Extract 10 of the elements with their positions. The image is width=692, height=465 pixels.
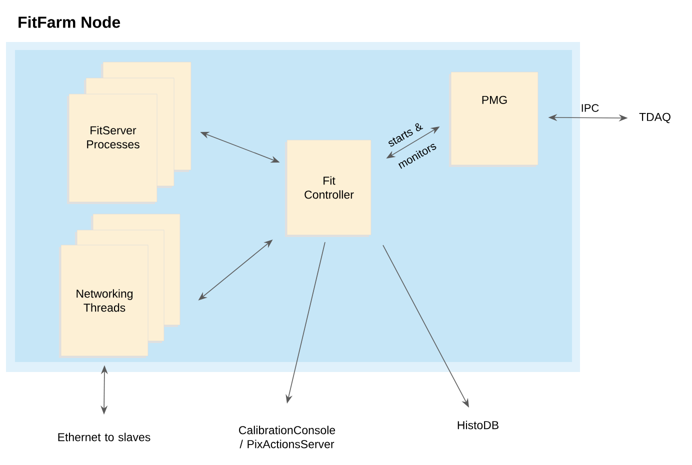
node-text: CalibrationConsole / PixActionsServer: [239, 426, 336, 448]
node-text: HistoDB: [458, 420, 498, 430]
stacked-cards: FitServer Processes: [67, 62, 192, 204]
process-box: Fit Controller: [285, 140, 372, 237]
stacked-cards: Networking Threads: [59, 214, 180, 358]
node-label: FitFarm Node: [18, 16, 120, 28]
node-text: TDAQ: [639, 112, 670, 124]
edge-label: IPC: [582, 104, 599, 112]
process-box: PMG: [449, 72, 538, 167]
node-text: Ethernet to slaves: [58, 432, 150, 442]
